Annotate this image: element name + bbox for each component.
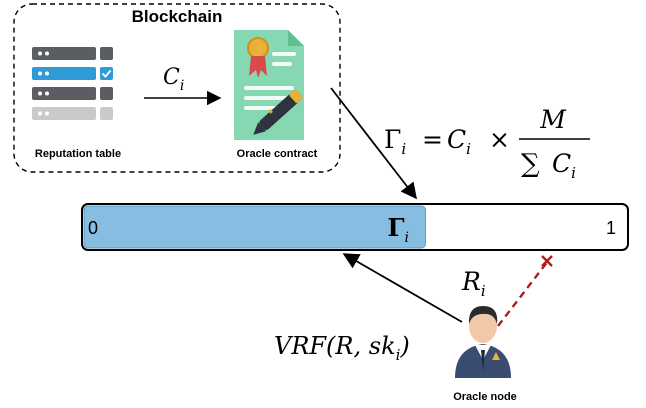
- contract-to-bar-arrow: [330, 87, 417, 200]
- database-table-icon: [32, 47, 113, 120]
- bar-filled-segment: [83, 205, 426, 249]
- bar-left-label: 0: [88, 218, 98, 238]
- arrow-c-label: Ci: [163, 65, 184, 94]
- reputation-table-label: Reputation table: [35, 148, 121, 160]
- formula-equals: =: [422, 125, 443, 154]
- formula-sum: ∑: [521, 149, 540, 179]
- vrf-label: VRF(R, ski): [274, 332, 410, 364]
- vrf-arrow: [342, 253, 463, 323]
- oracle-contract-label: Oracle contract: [237, 148, 318, 160]
- random-value-link: [497, 260, 549, 327]
- blockchain-boundary: [13, 3, 341, 173]
- random-r-label: Ri: [461, 267, 486, 300]
- formula-lhs: Γi: [384, 125, 406, 158]
- formula-times: ×: [489, 125, 510, 154]
- bar-gamma-label: Γi: [388, 213, 410, 246]
- bar-right-label: 1: [606, 218, 616, 238]
- random-point-marker: [541, 255, 553, 267]
- selection-probability-formula: Γi = Ci × M ∑ Ci: [384, 105, 590, 182]
- oracle-node-label: Oracle node: [453, 391, 517, 403]
- businessman-icon: [455, 306, 511, 378]
- formula-c: Ci: [447, 125, 471, 158]
- blockchain-title: Blockchain: [132, 7, 223, 26]
- probability-bar: 0 1 Γi: [81, 203, 629, 251]
- formula-numerator: M: [539, 105, 567, 134]
- formula-denominator: Ci: [552, 149, 576, 182]
- contract-document-icon: [234, 30, 304, 140]
